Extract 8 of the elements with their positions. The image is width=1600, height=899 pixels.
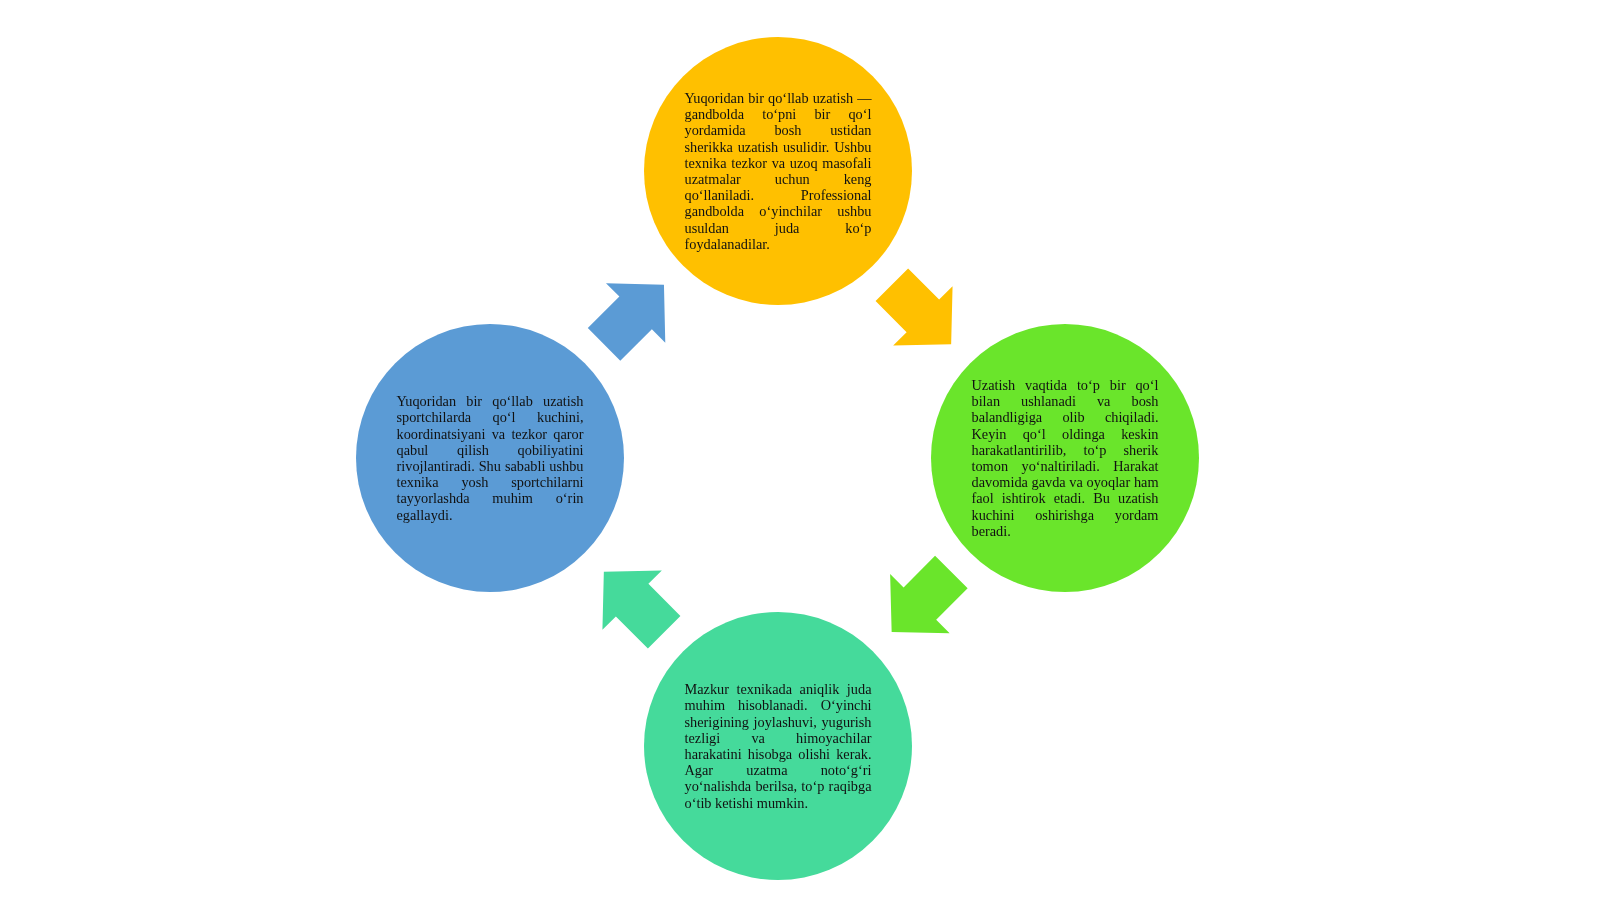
description-text: Yuqoridan bir qo‘llab uzatish — gandbolda to‘pni bir qo‘l yordamida bosh ustidan sherikka uzatish usulidir. Ushbu texnika tezkor va uzoq masofali uzatmalar uchun keng qo‘llaniladi. Professional gandbolda o‘yinchilar ushbu usuldan juda ko‘p foydalanadilar.: [684, 90, 872, 252]
block-arrow: [602, 570, 681, 649]
description-text: Mazkur texnikada aniqlik juda muhim hisoblanadi. O‘yinchi sherigining joylashuvi, yugurish tezligi va himoyachilar harakatini hisobga olishi kerak. Agar uzatma noto‘g‘ri yo‘nalishda berilsa, to‘p raqibga o‘tib ketishi mumkin.: [684, 681, 872, 811]
description-text: Yuqoridan bir qo‘llab uzatish sportchilarda qo‘l kuchini, koordinatsiyani va tezkor qaror qabul qilish qobiliyatini rivojlantiradi. Shu sababli ushbu texnika yosh sportchilarni tayyorlashda muhim o‘rin egallaydi.: [396, 393, 584, 523]
block-arrow: [875, 268, 953, 346]
block-arrow: [890, 555, 968, 634]
block-arrow: [587, 283, 666, 361]
description-text: Uzatish vaqtida to‘p bir qo‘l bilan ushlanadi va bosh balandligiga olib chiqiladi. Keyin qo‘l oldinga keskin harakatlantirilib, to‘p sherik tomon yo‘naltiriladi. Harakat davomida gavda va oyoqlar ham faol ishtirok etadi. Bu uzatish kuchini oshirishga yordam beradi.: [971, 377, 1159, 539]
